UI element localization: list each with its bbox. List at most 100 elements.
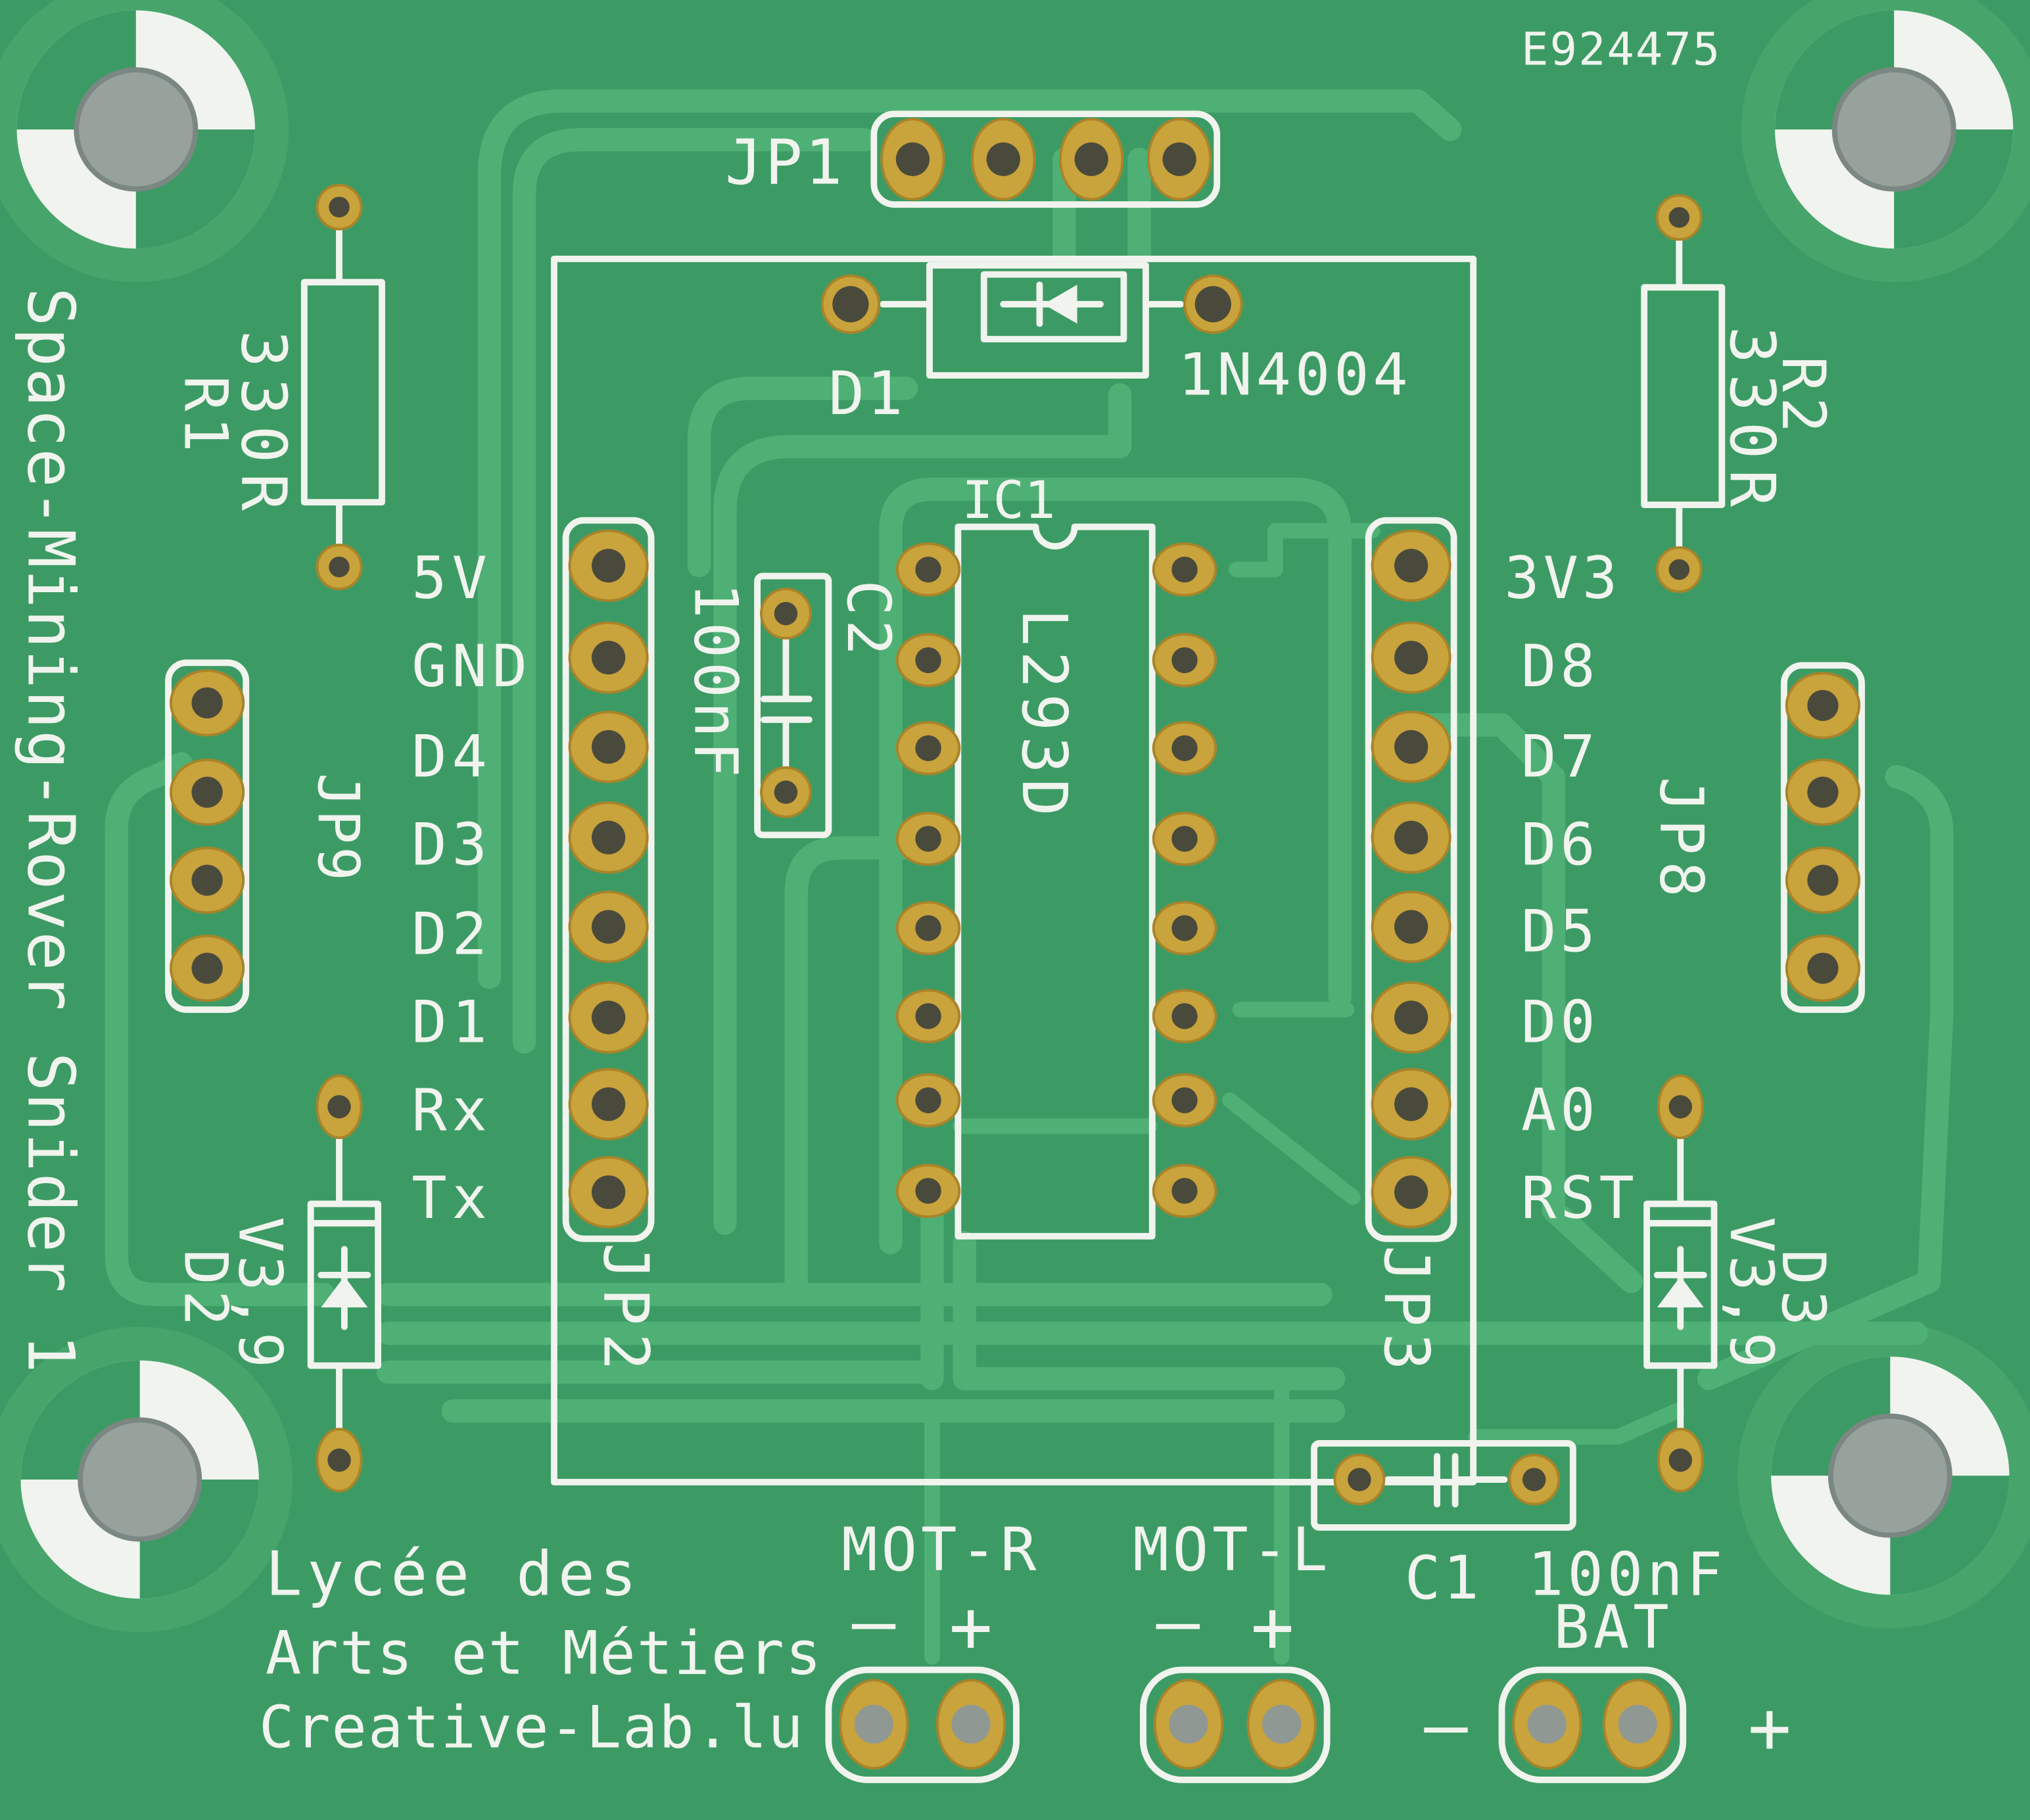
pad-hole [1394, 1087, 1428, 1121]
d3-pad [1657, 1074, 1704, 1140]
r1-ref: R1 [171, 375, 240, 457]
c2-pad [760, 588, 812, 640]
pad-hole [1394, 549, 1428, 583]
pad-hole [592, 640, 626, 675]
bat-plus: + [1748, 1687, 1791, 1771]
bat-pad [1603, 1679, 1673, 1770]
jp3-label: JP3 [1370, 1246, 1442, 1377]
pad-hole [1394, 820, 1428, 854]
pin-label: D6 [1521, 811, 1599, 879]
mounting-hole-bottom-left [20, 1360, 259, 1599]
pin-label: D3 [412, 811, 492, 879]
d2-body [307, 1136, 381, 1433]
arduino-footprint-outline [550, 255, 1477, 1485]
jp8-label: JP8 [1647, 777, 1716, 904]
pad-hole [329, 556, 350, 578]
d1-ref: D1 [828, 360, 905, 429]
pad-hole [1262, 1704, 1302, 1744]
jp1-pad [1146, 118, 1212, 201]
pad-hole [986, 142, 1020, 176]
pad-hole [191, 952, 223, 984]
pad-hole [1394, 640, 1428, 675]
pin-label: GND [412, 632, 532, 700]
trace [713, 383, 1132, 1235]
jp9-pad [169, 934, 245, 1002]
r2-pad [1655, 194, 1703, 241]
jp8-pad [1785, 846, 1861, 914]
jp1-pad [880, 118, 945, 201]
pad-hole [592, 1000, 626, 1035]
diode-symbol-icon [321, 1276, 368, 1308]
mot-l-plus: + [1250, 1585, 1294, 1669]
d2-pad [316, 1074, 363, 1140]
jp2-pad [568, 801, 649, 874]
trace [879, 477, 1352, 1255]
pin-label: D0 [1521, 988, 1599, 1056]
pad-hole [592, 549, 626, 583]
trace [1222, 1092, 1361, 1205]
pad-hole [915, 735, 941, 762]
pin-label: Rx [412, 1076, 492, 1144]
pad-hole [1394, 910, 1428, 944]
trace [784, 836, 940, 1307]
copper-traces [105, 89, 1954, 1665]
jp9-pad [169, 846, 245, 914]
pad-hole [915, 1003, 941, 1029]
silkscreen-text: E924475 Space-Mining-Rover Snider 1 JP1 … [12, 23, 1837, 1770]
pin-label: D8 [1521, 632, 1599, 700]
mounting-hole-bottom-right [1771, 1356, 2010, 1595]
mot-r-minus: – [852, 1580, 896, 1664]
pad-hole [1074, 142, 1108, 176]
pad-hole [1394, 1000, 1428, 1035]
jp3-pad [1371, 1067, 1452, 1141]
trace [953, 1230, 1346, 1391]
jp1-pad [1058, 118, 1124, 201]
jp1-pad [971, 118, 1036, 201]
school-line-3: Creative-Lab.lu [259, 1694, 805, 1762]
pad-hole [1194, 286, 1231, 323]
ic1-pin-pad [1152, 1163, 1217, 1219]
c2-ref: C2 [834, 580, 903, 659]
c1-ref: C1 [1405, 1544, 1482, 1613]
school-line-1: Lycée des [266, 1538, 642, 1609]
ic1-pin-pad [895, 811, 961, 866]
pad-hole [1171, 1178, 1198, 1204]
pin-label: D2 [412, 900, 492, 968]
pad-hole [1668, 1448, 1692, 1472]
bat-minus: – [1424, 1684, 1468, 1768]
pad-hole [1171, 1003, 1198, 1029]
pad-hole [327, 1448, 351, 1472]
d2-lead [307, 1136, 381, 1433]
pad-hole [774, 601, 798, 626]
jp1-outline [870, 110, 1221, 208]
jp3-pad [1371, 981, 1452, 1054]
ic1-ref: IC1 [962, 470, 1055, 530]
jp3-pad [1371, 711, 1452, 783]
jp2-pad [568, 1155, 649, 1228]
pin-label: D4 [412, 723, 492, 791]
pad-hole [1394, 1175, 1428, 1209]
ic1-pin-pad [895, 633, 961, 688]
r1-body-outline [300, 279, 385, 506]
pin-labels-left: 5V GND D4 D3 D2 D1 Rx Tx [412, 544, 532, 1232]
pad-hole [774, 780, 798, 805]
trace [1468, 1403, 1685, 1445]
ic1-pin-pad [1152, 1073, 1217, 1128]
mot-l-minus: – [1156, 1580, 1200, 1664]
pin-label: Tx [412, 1164, 492, 1232]
pin-label: 5V [412, 544, 492, 612]
bat-pad [1512, 1679, 1582, 1770]
jp8-pad [1785, 934, 1861, 1002]
pad-hole [1527, 1704, 1567, 1744]
jp2-outline [562, 517, 655, 1242]
r1-pad [316, 183, 363, 231]
mount-drill [74, 67, 199, 192]
diode-symbol-icon [1657, 1276, 1704, 1308]
d3-lead [1643, 1136, 1718, 1433]
ic1-pin-pad [895, 1073, 961, 1128]
pad-hole [329, 197, 350, 218]
diode-bar-icon [1000, 281, 1104, 327]
r2-body [1641, 237, 1726, 550]
ic1-value: L293D [1008, 609, 1080, 822]
pad-hole [1171, 1087, 1198, 1113]
